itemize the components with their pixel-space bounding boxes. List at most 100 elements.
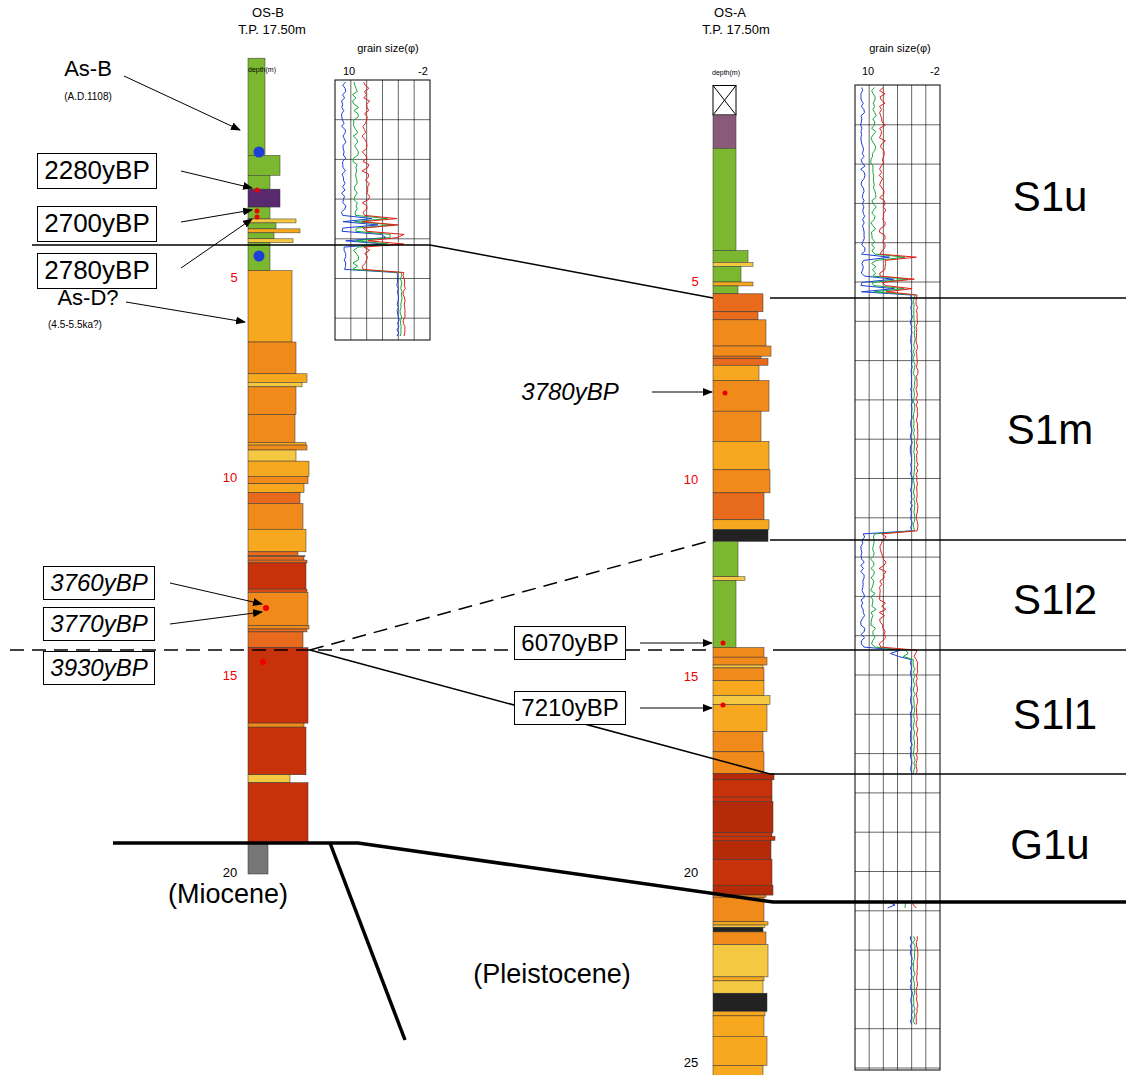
layer [248,493,300,504]
elevation: T.P. 17.50m [238,23,306,37]
layer [713,262,753,266]
layer [713,411,761,441]
date-text: 3760yBP [50,569,147,597]
grid-line [855,439,940,440]
layer [248,727,306,775]
grid-line [897,85,898,1070]
date-text: 6070yBP [521,629,618,657]
layer [248,239,293,243]
layer [248,626,309,629]
layer [248,415,295,443]
osb-column [248,58,309,874]
grid-line [855,478,940,479]
date-box: 3770yBP [43,607,154,641]
grid-line [855,714,940,715]
layer [713,381,769,412]
tephra-age: (A.D.1108) [64,91,112,102]
cross-line [713,86,736,115]
layer [713,668,764,681]
layer [713,441,769,469]
layer [713,251,748,263]
unit-name: S1l1 [1013,692,1097,738]
layer [248,219,296,223]
grain-curve [353,82,403,336]
unit-name: S1m [1007,407,1093,453]
layer [713,927,763,932]
grid-line [335,119,430,120]
axis-tick: 10 [862,65,874,77]
depth-tick: 10 [223,471,237,485]
grid-line [855,164,940,165]
layer [713,925,765,927]
depth-tick: 15 [684,670,698,684]
grid-line [855,321,940,322]
layer [713,365,759,380]
well-name: OS-A [714,6,746,20]
layer [713,945,768,977]
layer [248,243,270,271]
grid-line [414,80,415,340]
layer [713,780,772,797]
age-label: (Miocene) [168,880,288,910]
layer [713,657,767,665]
depth-tick: 5 [691,275,698,289]
layer [248,632,303,648]
grid-line [855,1028,940,1029]
osb-grain-plot [335,80,430,340]
grid-line [335,199,430,200]
layer [248,842,268,874]
date-text: 2780yBP [44,256,150,286]
date-box: 2280yBP [37,153,157,189]
layer [248,529,306,552]
no-core-box [713,86,736,115]
grid-line [925,85,926,1070]
well-name: OS-B [252,6,284,20]
layer [713,860,772,886]
grid-line [855,950,940,951]
layer [713,647,764,657]
grid-line [855,557,940,558]
layer [713,581,736,648]
layer [713,286,738,294]
layer [713,282,753,286]
axis-tick: -2 [930,65,940,77]
layer [248,175,270,189]
layer [713,1016,764,1036]
layer [248,556,304,560]
layer [248,207,270,219]
grid-line [855,124,940,125]
grain-curve [916,936,918,1024]
layer [713,840,771,859]
layer [713,836,775,840]
layer [713,665,763,668]
plot-frame [855,85,940,1070]
tephra-age: (4.5-5.5ka?) [48,319,102,330]
unit-name: S1l2 [1013,577,1097,623]
depth-tick: 25 [684,1056,698,1070]
grid-line [911,85,912,1070]
layer [248,552,298,556]
correlation-lines [10,245,1126,1040]
unit-name: G1u [1010,822,1089,868]
layer [713,977,764,981]
layer [713,266,741,282]
date-box: 2700yBP [37,206,157,242]
layer [248,189,280,207]
elevation: T.P. 17.50m [702,23,770,37]
grid-line [855,675,940,676]
layer [713,359,768,366]
axis-title: depth(m) [248,66,276,74]
axis-title: depth(m) [712,69,740,77]
date-text: 7210yBP [521,694,618,722]
layer [713,773,774,780]
date-box: 6070yBP [514,626,625,660]
layer [248,387,296,415]
layer [248,271,292,342]
layer [713,1011,765,1016]
grid-line [855,910,940,911]
grid-line [855,596,940,597]
leader-arrows [124,76,712,708]
layer [713,493,764,520]
